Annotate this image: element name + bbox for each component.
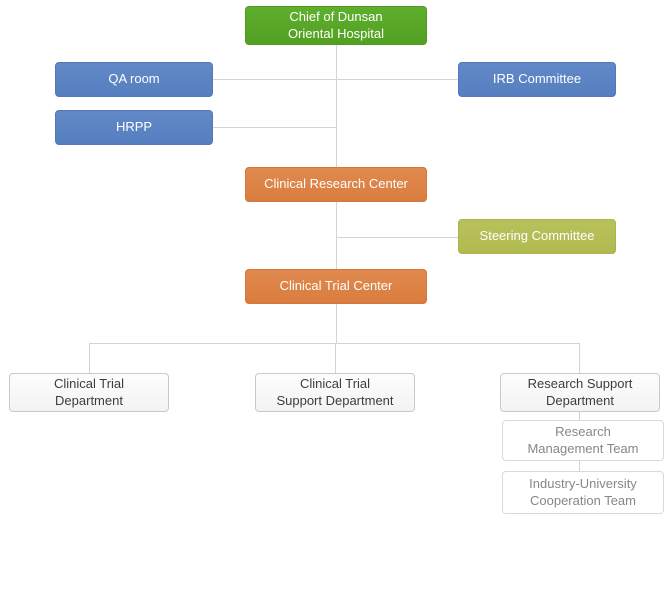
connector-chief-to-crc [336, 45, 337, 167]
org-node-ctd-label: Clinical Trial Department [53, 376, 125, 408]
org-node-ctc-label: Clinical Trial Center [279, 278, 393, 294]
org-node-clinical-trial-support-department: Clinical Trial Support Department [255, 373, 415, 412]
connector-branch-to-ctd [89, 343, 90, 373]
org-node-chief-label: Chief of Dunsan Oriental Hospital [287, 9, 385, 41]
connector-qa-to-irb [213, 79, 458, 80]
org-node-steering-label: Steering Committee [479, 228, 595, 244]
org-node-qa-room: QA room [55, 62, 213, 97]
org-node-industry-university-cooperation-team: Industry-University Cooperation Team [502, 471, 664, 514]
org-node-hrpp: HRPP [55, 110, 213, 145]
org-node-crc-label: Clinical Research Center [264, 176, 408, 192]
org-node-clinical-research-center: Clinical Research Center [245, 167, 427, 202]
connector-crc-to-ctc [336, 202, 337, 269]
org-node-research-management-team: Research Management Team [502, 420, 664, 461]
org-node-irb-committee: IRB Committee [458, 62, 616, 97]
org-node-ctsd-label: Clinical Trial Support Department [276, 376, 394, 408]
org-node-rmt-label: Research Management Team [527, 424, 639, 456]
connector-trunk-to-steering [336, 237, 458, 238]
org-node-hrpp-label: HRPP [115, 119, 153, 135]
org-node-research-support-department: Research Support Department [500, 373, 660, 412]
connector-hrpp-to-trunk [213, 127, 336, 128]
org-node-steering-committee: Steering Committee [458, 219, 616, 254]
org-node-qa-room-label: QA room [108, 71, 160, 87]
org-node-clinical-trial-center: Clinical Trial Center [245, 269, 427, 304]
connector-rsd-to-rmt [579, 412, 580, 420]
org-node-rsd-label: Research Support Department [527, 376, 633, 408]
org-node-clinical-trial-department: Clinical Trial Department [9, 373, 169, 412]
connector-ctc-to-branch [336, 304, 337, 343]
org-node-irb-label: IRB Committee [492, 71, 582, 87]
connector-branch-horizontal [89, 343, 579, 344]
connector-branch-to-ctsd [335, 343, 336, 373]
connector-branch-to-rsd [579, 343, 580, 373]
org-node-chief: Chief of Dunsan Oriental Hospital [245, 6, 427, 45]
connector-rmt-to-iuct [579, 461, 580, 471]
org-node-iuct-label: Industry-University Cooperation Team [529, 476, 637, 508]
